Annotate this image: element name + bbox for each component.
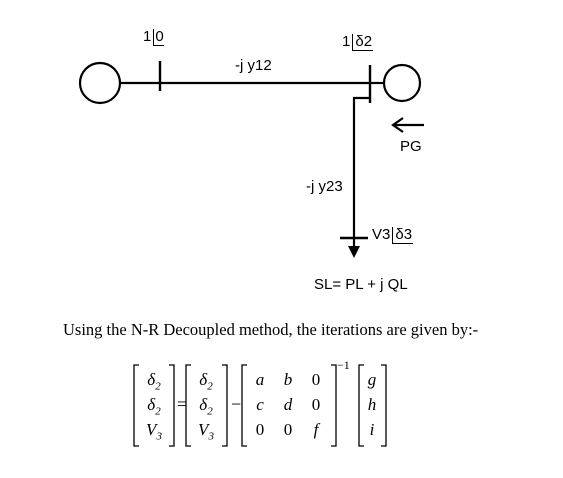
load-arrow-icon (348, 246, 360, 258)
rhs-element-1: δ2 (199, 370, 213, 393)
jacobian-cell: b (283, 370, 293, 389)
equals-sign: = (177, 394, 188, 414)
mismatch-element-3: i (369, 420, 375, 439)
jacobian-cell: a (255, 370, 265, 389)
mismatch-element-2: h (367, 395, 377, 414)
lhs-element-3: V3 (146, 420, 162, 443)
minus-sign: − (231, 394, 242, 414)
lhs-element-2: δ2 (147, 395, 161, 418)
jacobian-cell: f (313, 420, 319, 439)
bus2-generator-circle (382, 63, 422, 103)
mismatch-element-1: g (367, 370, 377, 389)
line-2-3 (352, 96, 370, 251)
rhs-element-3: V3 (198, 420, 214, 443)
lhs-element-1: δ2 (147, 370, 161, 393)
jacobian-cell: 0 (283, 420, 293, 439)
jacobian-cell: 0 (311, 395, 321, 414)
jacobian-cell: c (256, 395, 264, 414)
inverse-exponent: −1 (337, 358, 350, 372)
jacobian-cell: 0 (255, 420, 265, 439)
jacobian-cell: d (283, 395, 293, 414)
rhs-element-2: δ2 (199, 395, 213, 418)
line12-admittance-label: -j y12 (235, 57, 272, 74)
jacobian-cell: 0 (311, 370, 321, 389)
pg-label: PG (400, 138, 422, 155)
line23-admittance-label: -j y23 (306, 178, 343, 195)
method-text: Using the N-R Decoupled method, the iter… (63, 320, 479, 339)
pg-arrow-icon (391, 117, 404, 133)
load-label: SL= PL + j QL (314, 276, 408, 293)
